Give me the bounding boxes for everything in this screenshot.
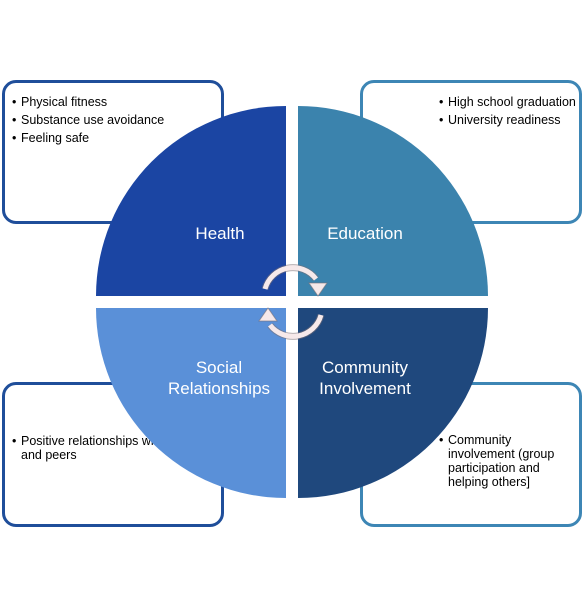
- list-item: High school graduation: [439, 95, 579, 109]
- social-label-line1: Social: [196, 358, 242, 377]
- list-item: Community involvement (group participati…: [439, 433, 579, 489]
- education-outcomes-list: High school graduation University readin…: [439, 95, 579, 131]
- community-label-line2: Involvement: [319, 379, 411, 398]
- education-quadrant: [298, 106, 488, 296]
- community-label-line1: Community: [322, 358, 408, 377]
- community-involvement-quadrant: [298, 308, 488, 498]
- list-item: University readiness: [439, 113, 579, 127]
- community-outcomes-list: Community involvement (group participati…: [439, 433, 579, 493]
- social-relationships-quadrant: [96, 308, 286, 498]
- health-outcomes-list: Physical fitness Substance use avoidance…: [12, 95, 202, 149]
- list-item: Substance use avoidance: [12, 113, 202, 127]
- cycle-arrows-icon: [258, 264, 328, 340]
- health-label: Health: [195, 224, 244, 243]
- education-label: Education: [327, 224, 403, 243]
- list-item: Feeling safe: [12, 131, 202, 145]
- list-item: Physical fitness: [12, 95, 202, 109]
- health-quadrant: [96, 106, 286, 296]
- social-label-line2: Relationships: [168, 379, 270, 398]
